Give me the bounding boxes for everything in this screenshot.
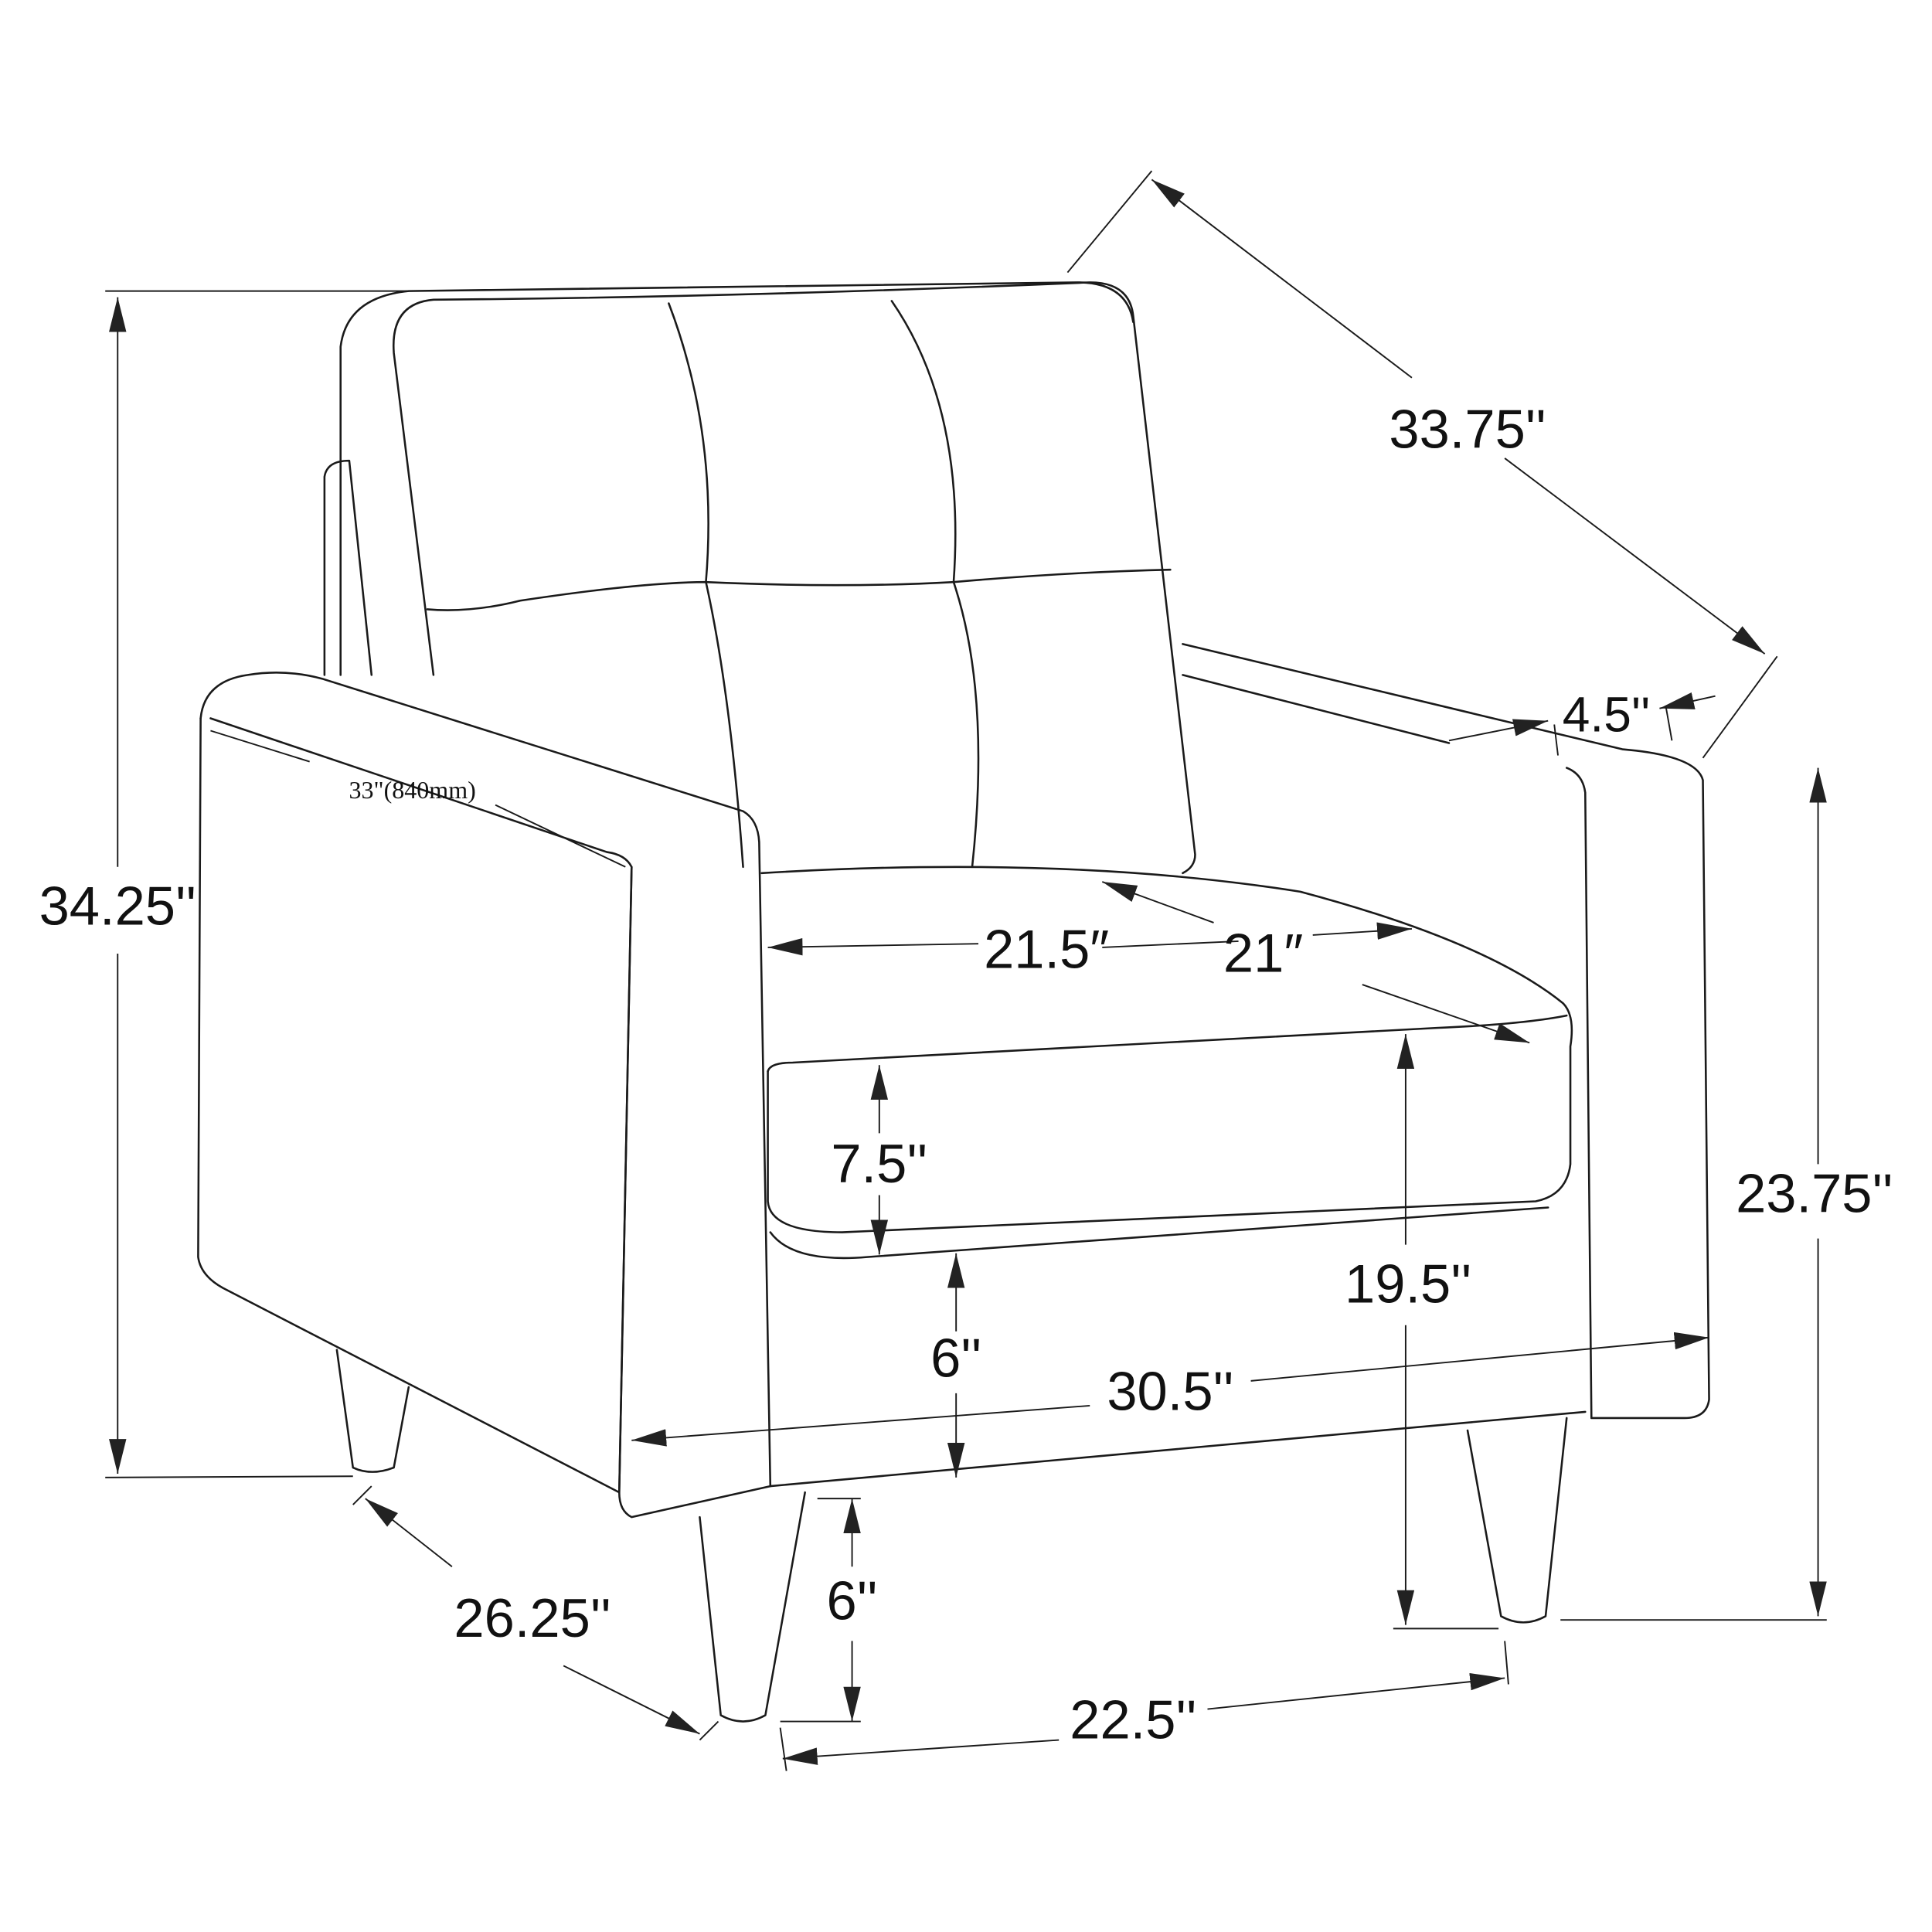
label-side-depth: 26.25'' <box>454 1587 611 1648</box>
label-base-to-cushion: 6'' <box>930 1327 981 1388</box>
dimension-lines <box>105 170 1827 1771</box>
label-seat-width: 21.5″ <box>984 919 1109 980</box>
label-arm-height: 23.75'' <box>1736 1162 1893 1223</box>
label-seat-height: 19.5'' <box>1345 1253 1471 1314</box>
label-seat-depth: 21″ <box>1223 922 1303 983</box>
label-arm-width: 4.5'' <box>1563 686 1651 742</box>
label-leg-height: 6'' <box>826 1570 877 1631</box>
label-arm-length: 33"(840mm) <box>349 776 475 804</box>
label-overall-width: 30.5'' <box>1107 1361 1233 1422</box>
label-overall-height: 34.25'' <box>39 876 196 937</box>
chair-outline <box>197 281 1710 1723</box>
label-leg-span: 22.5'' <box>1070 1689 1196 1750</box>
label-overall-depth: 33.75'' <box>1389 399 1546 460</box>
label-cushion-thickness: 7.5'' <box>831 1133 927 1194</box>
